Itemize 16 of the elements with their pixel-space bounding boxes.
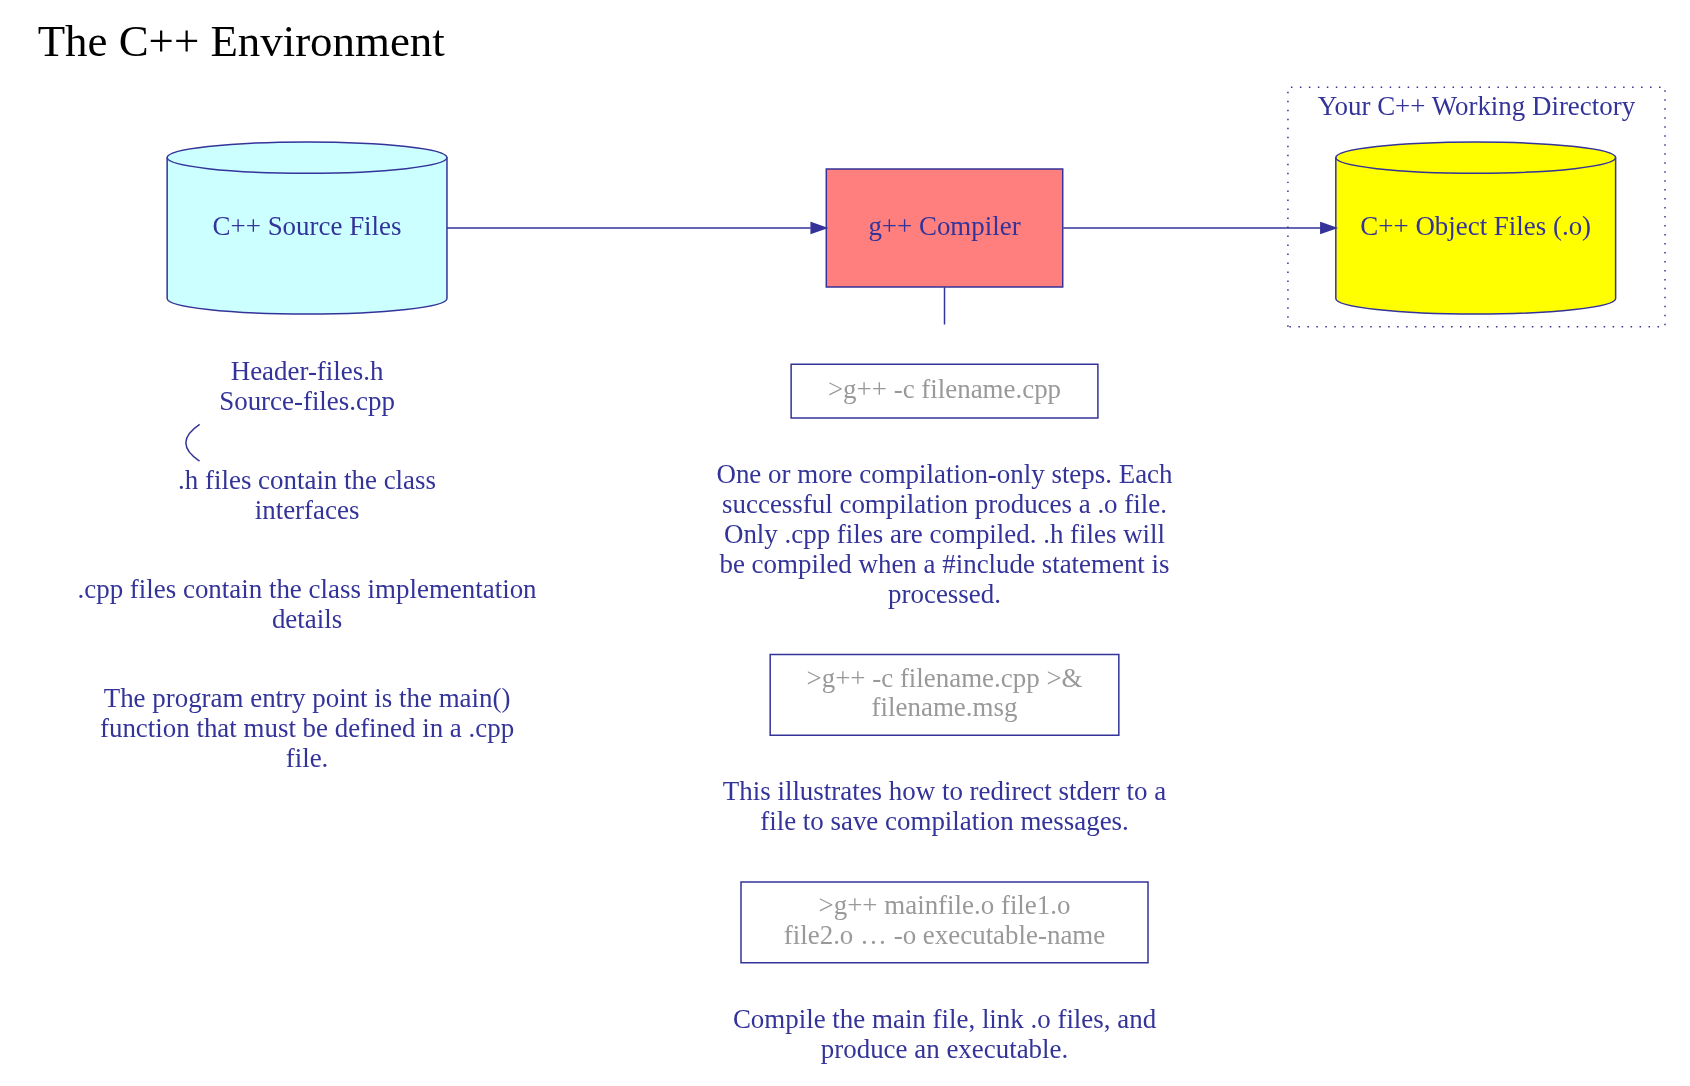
diagram-title: The C++ Environment [37,15,445,66]
connector [943,286,946,326]
label: The program entry point is the main() function that must be defined in a .cpp file. [99,683,515,774]
node-box: >g++ -c filename.cpp >& filename.msg [769,653,1120,737]
node-box: g++ Compiler [825,168,1064,288]
label: One or more compilation-only steps. Each successful compilation produces a .o file. Only .cpp files are compiled. .h files will be compiled when a #include statement is processed. [716,459,1173,609]
arrow [1062,221,1339,235]
label: .cpp files contain the class implementation details [77,574,537,635]
node-box: >g++ -c filename.cpp [790,363,1099,419]
arrow [446,221,829,235]
label: Compile the main file, link .o files, and produce an executable. [732,1003,1157,1064]
node-box: >g++ mainfile.o file1.o file2.o … -o executable-name [740,881,1149,964]
node-text: Header-files.h Source-files.cpp [219,355,395,416]
node-text: .h files contain the class interfaces [178,464,437,525]
label: This illustrates how to redirect stderr to a file to save compilation messages. [722,776,1167,837]
connector [185,423,201,462]
